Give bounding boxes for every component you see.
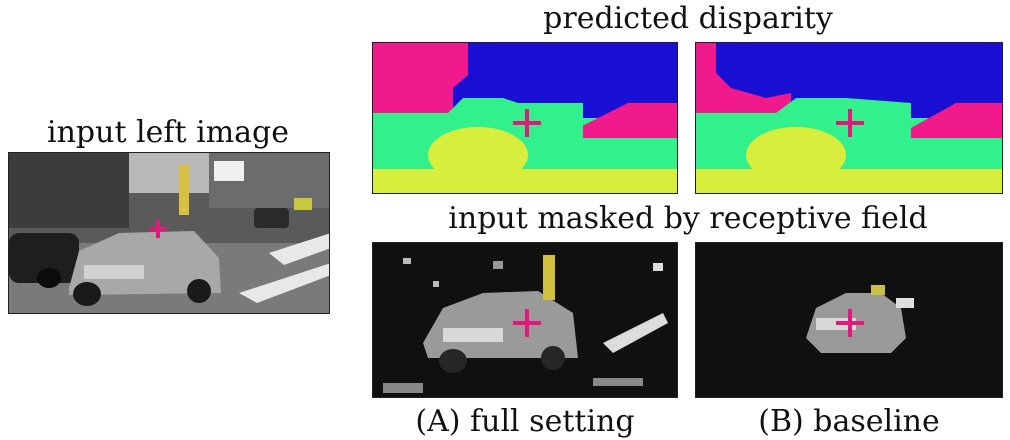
disparity-map-a (372, 42, 678, 194)
masked-a-image (373, 243, 677, 397)
predicted-disparity-title: predicted disparity (543, 1, 833, 36)
masked-input-a (372, 242, 678, 398)
disparity-b-image (696, 43, 1002, 193)
masked-input-title: input masked by receptive field (448, 201, 928, 236)
disparity-a-image (373, 43, 677, 193)
input-image-title: input left image (47, 115, 289, 150)
disparity-map-b (695, 42, 1003, 194)
input-left-image (8, 152, 330, 314)
caption-a: (A) full setting (415, 404, 635, 439)
masked-b-image (696, 243, 1002, 397)
caption-b: (B) baseline (758, 404, 940, 439)
masked-input-b (695, 242, 1003, 398)
street-scene (9, 153, 329, 313)
